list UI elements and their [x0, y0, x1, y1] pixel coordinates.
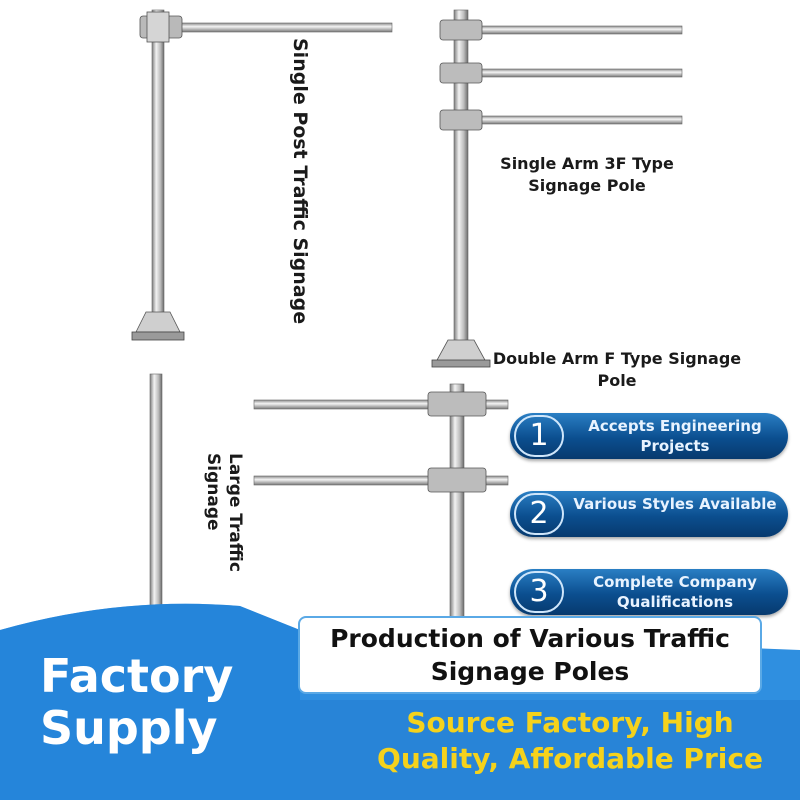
product-title: Production of Various Traffic Signage Po…	[330, 624, 730, 686]
slogan: Source Factory, High Quality, Affordable…	[377, 706, 763, 775]
feature-text-2: Various Styles Available	[573, 495, 777, 513]
feature-text-3: Complete Company Qualifications	[593, 573, 757, 611]
feature-text-1: Accepts Engineering Projects	[588, 417, 762, 455]
feature-pill-1: 1 Accepts Engineering Projects	[510, 413, 788, 459]
caption-large: Large Traffic Signage	[203, 453, 245, 572]
single-post-pole	[131, 9, 393, 341]
feature-pill-3: 3 Complete Company Qualifications	[510, 569, 788, 615]
feature-pill-2: 2 Various Styles Available	[510, 491, 788, 537]
caption-single-post: Single Post Traffic Signage	[289, 38, 311, 325]
caption-single-arm: Single Arm 3F Type Signage Pole	[500, 154, 674, 195]
feature-number-1: 1	[514, 415, 564, 457]
feature-number-2: 2	[514, 493, 564, 535]
large-signage-pole	[149, 373, 163, 615]
feature-number-3: 3	[514, 571, 564, 613]
double-arm-f-pole	[253, 383, 509, 621]
factory-supply-headline: Factory Supply	[40, 649, 234, 755]
single-arm-3f-pole	[431, 9, 683, 368]
product-title-box: Production of Various Traffic Signage Po…	[300, 618, 760, 692]
caption-double-arm: Double Arm F Type Signage Pole	[492, 349, 742, 390]
